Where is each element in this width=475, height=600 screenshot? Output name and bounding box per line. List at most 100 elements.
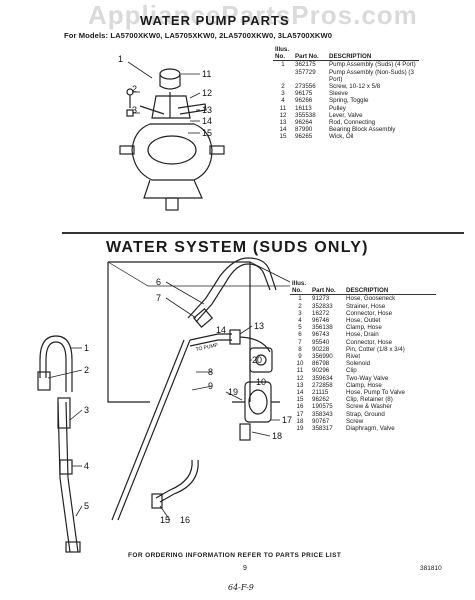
cell-part: 273556	[295, 83, 316, 91]
cell-illus: 12	[279, 111, 287, 119]
cell-desc: Screw	[346, 417, 364, 425]
callout-top-14: 14	[202, 116, 212, 126]
cell-illus: 9	[298, 353, 302, 361]
cell-part: 96262	[312, 396, 330, 404]
cell-desc: Rod, Connecting	[329, 119, 376, 127]
callout-bot-18: 18	[272, 431, 282, 441]
watermark: AppliancePartsPros.com	[88, 0, 418, 30]
col-desc: DESCRIPTION	[327, 46, 419, 62]
callout-top-3: 3	[132, 105, 137, 115]
cell-illus: 13	[296, 381, 304, 389]
cell-desc: Screw & Washer	[346, 403, 392, 411]
cell-desc: Bearing Block Assembly	[329, 126, 396, 134]
cell-illus: 19	[296, 425, 304, 433]
callout-bot-4: 4	[84, 461, 89, 471]
cell-part: 358343	[312, 410, 333, 418]
col-illus: Illus. No.	[273, 46, 293, 62]
cell-illus: 8	[298, 345, 302, 353]
cell-desc: Hose, Gooseneck	[346, 295, 396, 303]
col-part: Part No.	[293, 46, 327, 62]
callout-top-11: 11	[202, 69, 211, 79]
cell-illus: 6	[298, 331, 302, 339]
cell-part: 355538	[295, 111, 316, 119]
callout-bot-15: 15	[160, 515, 170, 525]
cell-part: 96266	[295, 97, 313, 105]
table-row: 15 96262 Clip, Retainer (8)	[290, 396, 436, 403]
cell-illus: 11	[279, 104, 287, 112]
cell-part: 190575	[312, 403, 333, 411]
callout-bot-14: 14	[216, 325, 226, 335]
cell-illus: 2	[281, 83, 285, 91]
callout-bot-17: 17	[282, 415, 292, 425]
cell-illus: 15	[279, 133, 287, 141]
cell-desc: Rivet	[346, 353, 361, 361]
cell-illus: 18	[296, 417, 304, 425]
cell-desc: Pulley	[329, 104, 346, 112]
cell-illus: 17	[296, 410, 304, 418]
cell-part: 96746	[312, 317, 330, 325]
cell-desc: Clamp, Hose	[346, 324, 382, 332]
cell-illus: 4	[298, 317, 302, 325]
cell-illus: 4	[281, 97, 285, 105]
cell-part: 362175	[295, 61, 316, 69]
cell-part: 356990	[312, 353, 333, 361]
ordering-info: FOR ORDERING INFORMATION REFER TO PARTS …	[128, 552, 342, 559]
page-number: 9	[243, 565, 247, 572]
cell-desc: Hose, Pump To Valve	[346, 389, 405, 397]
cell-part: 96743	[312, 331, 330, 339]
cell-illus: 10	[296, 360, 304, 368]
callout-top-12: 12	[202, 88, 212, 98]
col-desc: DESCRIPTION	[344, 280, 436, 296]
cell-part: 358317	[312, 425, 333, 433]
cell-part: 356138	[312, 324, 333, 332]
cell-illus: 16	[296, 403, 304, 411]
cell-part: 16272	[312, 309, 330, 317]
cell-desc: Pin, Cotter (1/8 x 3/4)	[346, 345, 405, 353]
cell-desc: Connector, Hose	[346, 309, 393, 317]
cell-desc: Two-Way Valve	[346, 374, 389, 382]
callout-bot-20: 20	[252, 355, 262, 365]
callout-bot-16: 16	[180, 515, 190, 525]
cell-desc: Spring, Toggle	[329, 97, 369, 105]
callout-bot-10: 10	[256, 377, 266, 387]
table-row: 11 16113 Pulley	[273, 105, 419, 112]
cell-part: 352833	[312, 302, 333, 310]
callout-bot-3: 3	[84, 405, 89, 415]
cell-part: 90296	[312, 367, 330, 375]
table-row: 16 190575 Screw & Washer	[290, 403, 436, 410]
callout-bot-13: 13	[254, 321, 264, 331]
cell-illus: 15	[296, 396, 304, 404]
col-illus: Illus. No.	[290, 280, 310, 296]
handwritten-note: 64-F-9	[228, 583, 254, 592]
callout-top-15: 15	[202, 128, 212, 138]
cell-desc: Solenoid	[346, 360, 371, 368]
cell-desc: Clip, Retainer (8)	[346, 396, 393, 404]
callout-bot-2: 2	[84, 365, 89, 375]
cell-part: 87990	[295, 126, 313, 134]
cell-part: 357729	[295, 68, 316, 76]
cell-illus: 3	[281, 90, 285, 98]
col-part: Part No.	[310, 280, 344, 296]
cell-part: 16113	[295, 104, 312, 112]
cell-desc: Clip	[346, 367, 357, 375]
cell-desc: Sleeve	[329, 90, 348, 98]
